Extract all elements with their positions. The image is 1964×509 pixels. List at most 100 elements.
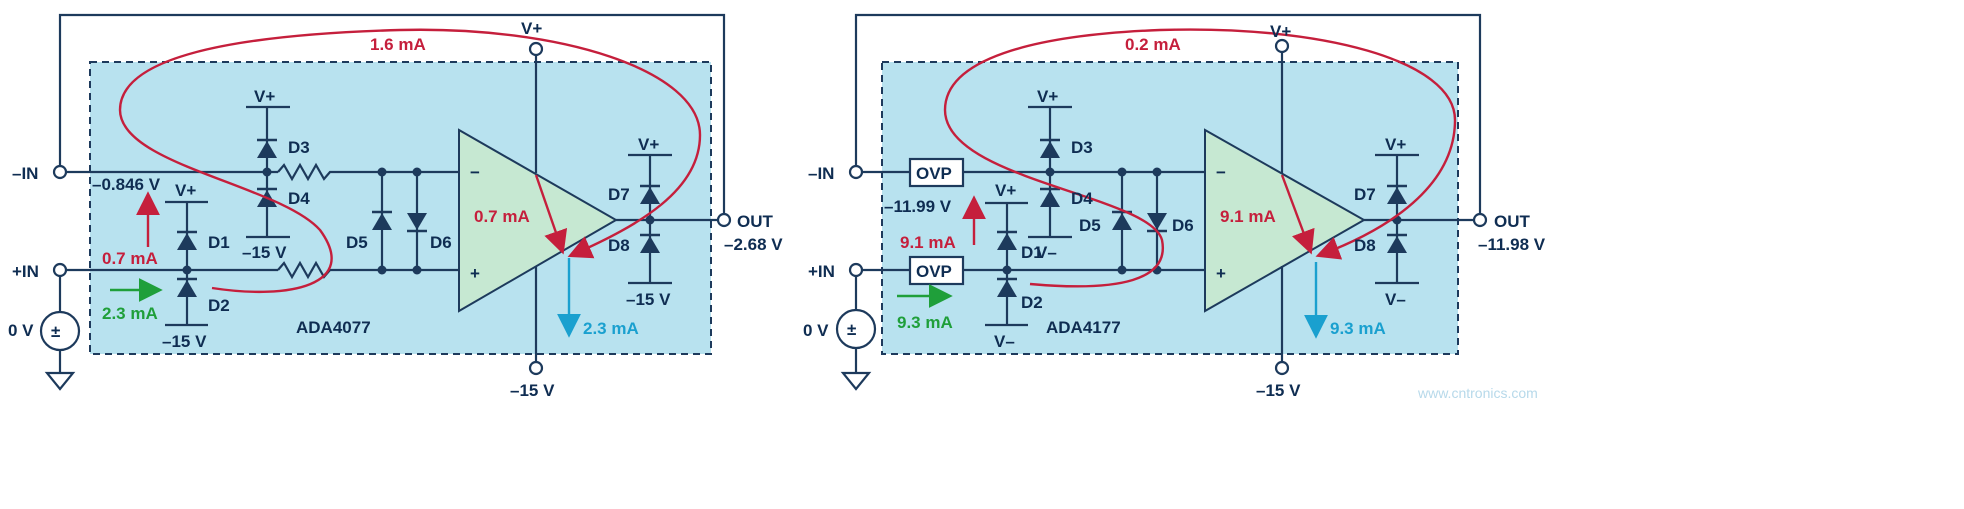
right-d1-label: D1 bbox=[1021, 243, 1043, 262]
left-loop-current bbox=[118, 28, 702, 294]
right-amp-current-arrow bbox=[1280, 174, 1315, 255]
left-d1-label: D1 bbox=[208, 233, 230, 252]
left-loop-current-label: 1.6 mA bbox=[370, 35, 426, 54]
right-d2-diode bbox=[997, 280, 1017, 297]
right-d7-diode bbox=[1387, 187, 1407, 204]
right-src-label: 0 V bbox=[803, 321, 829, 340]
right-out-label: OUT bbox=[1494, 212, 1531, 231]
right-loop-current-label: 0.2 mA bbox=[1125, 35, 1181, 54]
right-amp-current-label: 9.1 mA bbox=[1220, 207, 1276, 226]
right-d7-rail: V+ bbox=[1385, 135, 1406, 154]
right-chip-name: ADA4177 bbox=[1046, 318, 1121, 337]
left-src-label: 0 V bbox=[8, 321, 34, 340]
right-d5-label: D5 bbox=[1079, 216, 1101, 235]
right-ovp-neg bbox=[908, 157, 965, 188]
right-d4-rail: V– bbox=[1036, 243, 1057, 262]
right-d1d2-wire bbox=[985, 201, 1028, 327]
left-ground-icon bbox=[44, 371, 76, 391]
left-d6-label: D6 bbox=[430, 233, 452, 252]
right-ovp-pos-label: OVP bbox=[916, 262, 952, 281]
right-d3-rail: V+ bbox=[1037, 87, 1058, 106]
left-in-neg-label: –IN bbox=[12, 164, 38, 183]
right-out-voltage: –11.98 V bbox=[1478, 235, 1546, 254]
left-out-label: OUT bbox=[737, 212, 774, 231]
left-d2-rail: –15 V bbox=[162, 332, 207, 351]
left-in-pos-terminal bbox=[52, 262, 68, 278]
left-d1-diode bbox=[177, 233, 197, 250]
right-vminus-terminal bbox=[1274, 360, 1290, 376]
left-d2-current-label: 2.3 mA bbox=[102, 304, 158, 323]
right-vminus-label: –15 V bbox=[1256, 381, 1301, 400]
right-in-neg-voltage: –11.99 V bbox=[884, 197, 952, 216]
right-d7-label: D7 bbox=[1354, 185, 1376, 204]
left-in-neg-terminal bbox=[52, 164, 68, 180]
left-d3-label: D3 bbox=[288, 138, 310, 157]
right-ground-icon bbox=[840, 371, 872, 391]
right-ovp-neg-label: OVP bbox=[916, 164, 952, 183]
left-d2-label: D2 bbox=[208, 296, 230, 315]
right-voltage-source bbox=[835, 308, 877, 350]
left-d3-diode bbox=[257, 141, 277, 158]
right-circuit: OVP OVP − + bbox=[803, 13, 1546, 400]
right-in-pos-label: +IN bbox=[808, 262, 835, 281]
svg-text:±: ± bbox=[51, 322, 60, 341]
right-feedback-wire bbox=[854, 13, 1482, 220]
left-d8-diode bbox=[640, 236, 660, 253]
right-d5-diode bbox=[1112, 213, 1132, 230]
right-out-terminal bbox=[1472, 212, 1488, 228]
left-amp-current-arrow bbox=[534, 174, 568, 255]
left-in-pos-label: +IN bbox=[12, 262, 39, 281]
left-in-current-label: 0.7 mA bbox=[102, 249, 158, 268]
watermark: www.cntronics.com bbox=[1417, 385, 1538, 401]
right-in-neg-label: –IN bbox=[808, 164, 834, 183]
left-out-terminal bbox=[716, 212, 732, 228]
left-out-voltage: –2.68 V bbox=[724, 235, 783, 254]
left-d8-label: D8 bbox=[608, 236, 630, 255]
right-opamp bbox=[1204, 128, 1367, 313]
right-out-current-label: 9.3 mA bbox=[1330, 319, 1386, 338]
left-d5-diode bbox=[372, 213, 392, 230]
left-d1d2-wire bbox=[165, 200, 208, 327]
left-circuit: − + bbox=[8, 13, 783, 400]
left-vplus-terminal bbox=[528, 41, 544, 57]
right-plus-sign: + bbox=[1216, 264, 1226, 283]
left-d3-rail: V+ bbox=[254, 87, 275, 106]
left-feedback-wire bbox=[58, 13, 726, 220]
right-d6-diode bbox=[1147, 213, 1167, 230]
right-d8-label: D8 bbox=[1354, 236, 1376, 255]
right-d4-label: D4 bbox=[1071, 189, 1093, 208]
right-d2-rail: V– bbox=[994, 332, 1015, 351]
right-in-current-label: 9.1 mA bbox=[900, 233, 956, 252]
left-minus-sign: − bbox=[470, 163, 480, 182]
left-d7-label: D7 bbox=[608, 185, 630, 204]
left-d8-rail: –15 V bbox=[626, 290, 671, 309]
left-d1-rail: V+ bbox=[175, 181, 196, 200]
right-d3-label: D3 bbox=[1071, 138, 1093, 157]
right-d1-rail: V+ bbox=[995, 181, 1016, 200]
left-resistor-neg bbox=[277, 162, 460, 182]
left-in-neg-voltage: –0.846 V bbox=[92, 175, 161, 194]
left-vminus-label: –15 V bbox=[510, 381, 555, 400]
left-d7-diode bbox=[640, 187, 660, 204]
left-d5-label: D5 bbox=[346, 233, 368, 252]
left-d4-rail: –15 V bbox=[242, 243, 287, 262]
right-d4-diode bbox=[1040, 190, 1060, 207]
left-vminus-terminal bbox=[528, 360, 544, 376]
svg-text:±: ± bbox=[847, 320, 856, 339]
schematic: − + bbox=[8, 13, 1546, 401]
right-vplus-label: V+ bbox=[1270, 22, 1291, 41]
right-d6-label: D6 bbox=[1172, 216, 1194, 235]
left-amp-current-label: 0.7 mA bbox=[474, 207, 530, 226]
left-plus-sign: + bbox=[470, 264, 480, 283]
right-d2-current-label: 9.3 mA bbox=[897, 313, 953, 332]
right-vplus-terminal bbox=[1274, 38, 1290, 54]
right-d1-diode bbox=[997, 233, 1017, 250]
left-vplus-label: V+ bbox=[521, 19, 542, 38]
right-d2-label: D2 bbox=[1021, 293, 1043, 312]
right-d8-rail: V– bbox=[1385, 290, 1406, 309]
right-d3-diode bbox=[1040, 141, 1060, 158]
left-opamp bbox=[458, 128, 619, 313]
right-in-neg-terminal bbox=[848, 164, 864, 180]
left-voltage-source bbox=[39, 310, 81, 352]
right-chip-box bbox=[881, 61, 1459, 355]
